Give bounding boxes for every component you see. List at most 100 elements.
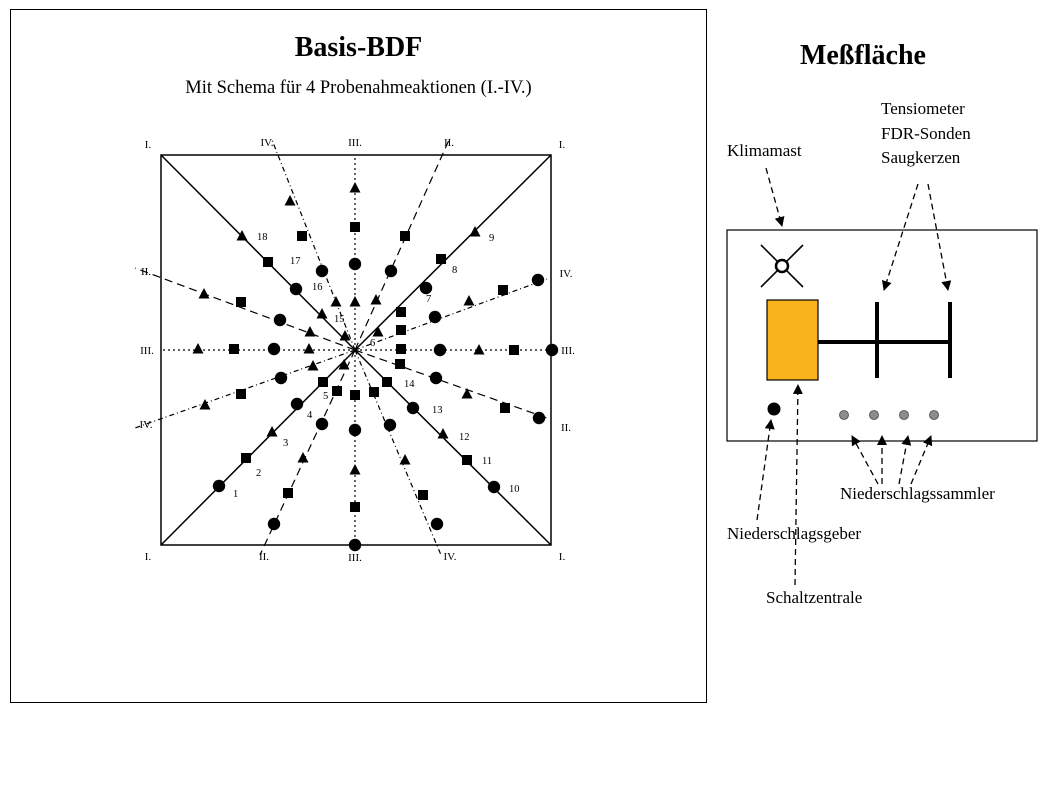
- campaign-label-ii: II.: [141, 266, 151, 278]
- transect-line-iv: [271, 139, 356, 351]
- transect-line-ii: [354, 349, 548, 419]
- sample-marker: [462, 455, 472, 465]
- sammler-arrow-3: [898, 435, 912, 485]
- point-number: 11: [482, 456, 492, 467]
- sample-marker: [283, 488, 293, 498]
- sample-marker: [350, 502, 360, 512]
- point-number: 1: [233, 489, 238, 500]
- sample-marker: [531, 273, 545, 287]
- campaign-label-i: I.: [559, 551, 566, 563]
- campaign-label-iii: III.: [348, 552, 362, 564]
- sample-marker: [315, 264, 329, 278]
- campaign-label-iv: IV.: [261, 137, 274, 149]
- basis-bdf-panel: Basis-BDF Mit Schema für 4 Probenahmeakt…: [10, 9, 707, 703]
- sample-marker: [395, 359, 405, 369]
- sample-marker: [241, 453, 251, 463]
- sample-marker: [461, 388, 473, 399]
- fdr-sonden-label: FDR-Sonden: [881, 124, 971, 143]
- sample-marker: [487, 480, 501, 494]
- sample-marker: [332, 386, 342, 396]
- point-number: 16: [312, 282, 323, 293]
- sample-marker: [545, 343, 559, 357]
- sensor-arrow-2: [927, 183, 952, 291]
- sample-marker: [212, 479, 226, 493]
- sample-marker: [236, 389, 246, 399]
- sample-marker: [266, 426, 278, 437]
- campaign-label-iv: IV.: [560, 268, 573, 280]
- niederschlagsgeber-label: Niederschlagsgeber: [727, 524, 862, 543]
- sample-marker: [229, 344, 239, 354]
- point-number: 14: [404, 379, 415, 390]
- sample-marker: [304, 326, 316, 337]
- point-number: 4: [307, 410, 313, 421]
- sample-marker: [348, 423, 362, 437]
- sammler-arrow-4: [910, 435, 933, 485]
- sample-marker: [396, 307, 406, 317]
- sample-marker: [274, 371, 288, 385]
- sample-marker: [297, 231, 307, 241]
- sammler-arrow-1: [851, 435, 879, 485]
- schaltzentrale-box: [766, 299, 819, 381]
- transect-line-ii: [134, 267, 356, 351]
- sample-marker: [284, 195, 296, 206]
- sample-marker: [349, 464, 361, 475]
- sample-marker: [350, 222, 360, 232]
- klimamast-icon: [760, 244, 804, 288]
- sample-marker: [372, 326, 384, 337]
- campaign-label-ii: II.: [259, 551, 269, 563]
- campaign-label-iii: III.: [348, 137, 362, 149]
- sample-marker: [338, 359, 350, 370]
- sample-marker: [399, 454, 411, 465]
- saugkerzen-label: Saugkerzen: [881, 148, 961, 167]
- sample-marker: [436, 254, 446, 264]
- sample-marker: [433, 343, 447, 357]
- point-number: 13: [432, 405, 443, 416]
- transect-line-iv: [354, 278, 548, 351]
- sample-marker: [236, 297, 246, 307]
- point-number: 8: [452, 265, 457, 276]
- niederschlagssammler-dots: [839, 410, 939, 420]
- sample-marker: [192, 343, 204, 354]
- sample-marker: [419, 281, 433, 295]
- sample-marker: [383, 418, 397, 432]
- point-number: 2: [256, 468, 261, 479]
- sample-marker: [469, 226, 481, 237]
- klimamast-arrow: [765, 167, 785, 227]
- tensiometer-label: Tensiometer: [881, 99, 965, 118]
- basis-bdf-subtitle: Mit Schema für 4 Probenahmeaktionen (I.-…: [185, 78, 532, 98]
- transect-line-i: [354, 154, 552, 351]
- sample-marker: [500, 403, 510, 413]
- niederschlagsgeber-arrow: [756, 419, 775, 521]
- sample-marker: [330, 296, 342, 307]
- sample-marker: [236, 230, 248, 241]
- sample-marker: [198, 288, 210, 299]
- transect-line-i: [160, 154, 356, 351]
- sample-marker: [289, 282, 303, 296]
- sample-marker: [339, 330, 351, 341]
- campaign-label-iii: III.: [561, 345, 575, 357]
- niederschlagssammler-label: Niederschlagssammler: [840, 484, 995, 503]
- point-number: 9: [489, 233, 494, 244]
- sample-marker: [348, 257, 362, 271]
- sample-marker: [473, 344, 485, 355]
- schaltzentrale-arrow: [792, 384, 803, 586]
- sample-marker: [384, 264, 398, 278]
- sample-marker: [349, 182, 361, 193]
- sample-marker: [316, 308, 328, 319]
- sample-marker: [418, 490, 428, 500]
- sample-marker: [348, 538, 362, 552]
- sample-marker: [307, 360, 319, 371]
- point-number: 6: [370, 338, 375, 349]
- sample-marker: [396, 344, 406, 354]
- sample-marker: [267, 517, 281, 531]
- sample-marker: [267, 342, 281, 356]
- sample-marker: [509, 345, 519, 355]
- point-number: 3: [283, 438, 288, 449]
- campaign-label-ii: II.: [561, 422, 571, 434]
- sample-marker: [297, 452, 309, 463]
- sample-marker: [273, 313, 287, 327]
- sample-marker: [437, 428, 449, 439]
- sample-marker: [396, 325, 406, 335]
